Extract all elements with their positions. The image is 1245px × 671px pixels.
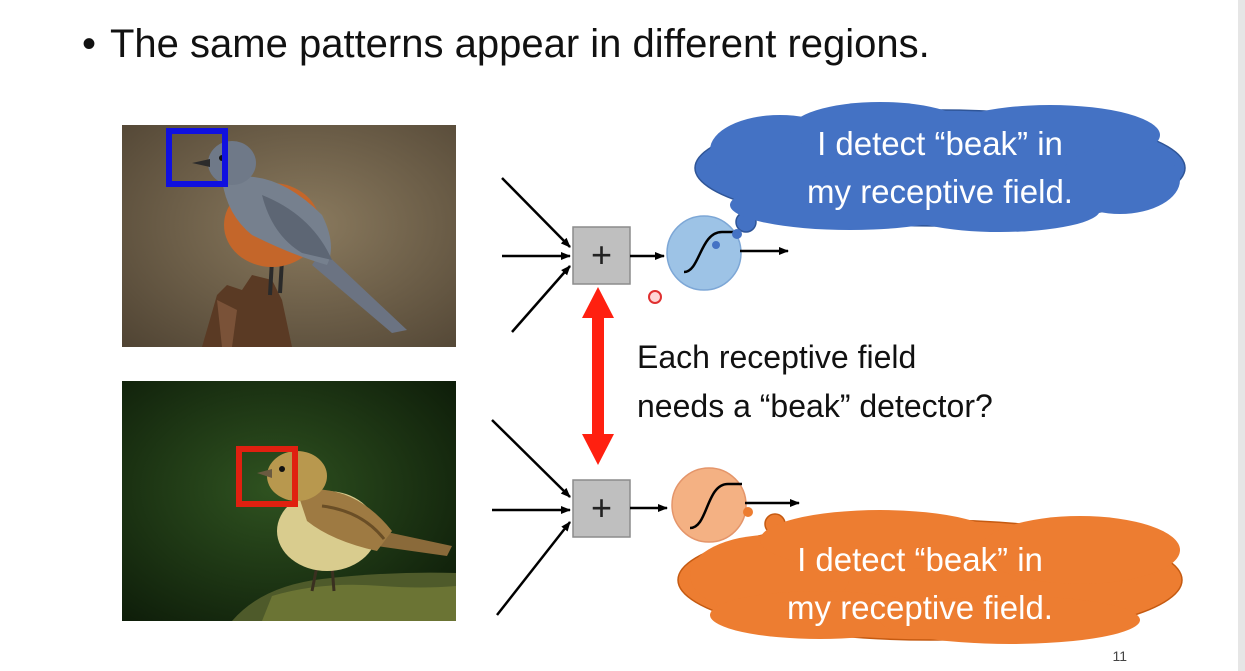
top-summation-box [572, 226, 631, 285]
bottom-sigmoid-curve [689, 482, 742, 530]
right-edge-strip [1238, 0, 1245, 671]
question-line-2: needs a “beak” detector? [637, 388, 993, 424]
page-number: 11 [1112, 648, 1127, 664]
pointer-dot [648, 290, 662, 304]
question-text: Each receptive field needs a “beak” dete… [637, 333, 993, 431]
bottom-plus-sign: + [590, 487, 613, 528]
top-input-arrow-1 [501, 177, 571, 248]
orange-bubble-line-1: I detect “beak” in [797, 541, 1043, 578]
blue-receptive-field-box [166, 128, 228, 187]
orange-bubble-line-2: my receptive field. [787, 589, 1053, 626]
red-double-arrow [582, 287, 614, 465]
red-receptive-field-box [236, 446, 298, 507]
bullet-text: The same patterns appear in different re… [110, 22, 930, 66]
bottom-input-arrow-3 [496, 521, 571, 616]
top-neuron-circle [666, 215, 742, 291]
blue-bubble-line-2: my receptive field. [807, 173, 1073, 210]
top-sigmoid-curve [683, 230, 735, 274]
top-plus-sign: + [590, 234, 613, 275]
orange-bubble-text: I detect “beak” in my receptive field. [720, 536, 1120, 632]
blue-bubble-line-1: I detect “beak” in [817, 125, 1063, 162]
blue-bubble-text: I detect “beak” in my receptive field. [740, 120, 1140, 216]
bottom-bird-photo [122, 381, 456, 621]
bullet-point: • The same patterns appear in different r… [82, 22, 930, 67]
bullet-symbol: • [82, 22, 97, 66]
top-input-arrow-3 [511, 265, 571, 333]
bottom-input-arrow-1 [491, 419, 571, 498]
top-bird-photo [122, 125, 456, 347]
question-line-1: Each receptive field [637, 339, 917, 375]
